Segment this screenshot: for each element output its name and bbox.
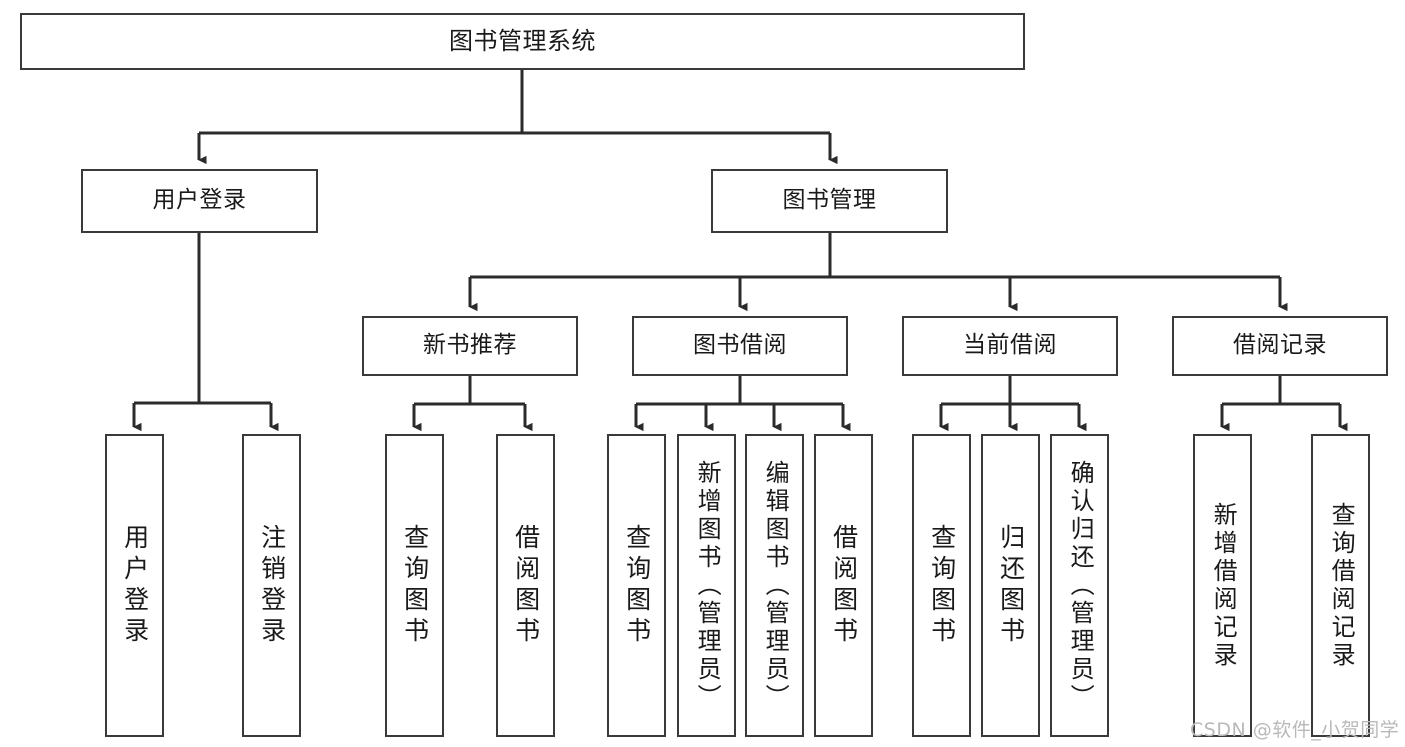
node-label: 用户登录 — [120, 523, 150, 648]
node-label: 新增借阅记录 — [1209, 501, 1238, 670]
node-label: 编辑图书（管理员） — [761, 459, 790, 712]
csdn-watermark: CSDN @软件_小贺同学 — [1190, 719, 1400, 741]
node-label: 借阅图书 — [829, 523, 859, 648]
node-label: 归还图书 — [996, 523, 1026, 648]
node-label: 注销登录 — [257, 523, 287, 648]
node-root-system[interactable]: 图书管理系统 — [20, 13, 1025, 70]
node-book-borrow[interactable]: 图书借阅 — [632, 316, 848, 376]
leaf-borrow-add-book-admin[interactable]: 新增图书（管理员） — [677, 434, 736, 737]
node-borrow-records[interactable]: 借阅记录 — [1172, 316, 1388, 376]
leaf-current-query-book[interactable]: 查询图书 — [912, 434, 971, 737]
node-book-management[interactable]: 图书管理 — [711, 169, 948, 233]
leaf-borrow-query-book[interactable]: 查询图书 — [607, 434, 666, 737]
leaf-records-add-record[interactable]: 新增借阅记录 — [1193, 434, 1252, 737]
node-label: 新书推荐 — [423, 332, 517, 359]
node-label: 查询图书 — [400, 523, 430, 648]
node-user-login[interactable]: 用户登录 — [81, 169, 318, 233]
node-label: 当前借阅 — [963, 332, 1057, 359]
node-current-borrow[interactable]: 当前借阅 — [902, 316, 1118, 376]
node-label: 新增图书（管理员） — [693, 459, 722, 712]
node-label: 借阅记录 — [1233, 332, 1327, 359]
node-label: 确认归还（管理员） — [1066, 459, 1095, 712]
leaf-records-query-record[interactable]: 查询借阅记录 — [1311, 434, 1370, 737]
leaf-current-return-book[interactable]: 归还图书 — [981, 434, 1040, 737]
node-label: 查询图书 — [622, 523, 652, 648]
node-label: 查询借阅记录 — [1327, 501, 1356, 670]
leaf-borrow-edit-book-admin[interactable]: 编辑图书（管理员） — [745, 434, 804, 737]
node-label: 图书管理系统 — [449, 27, 596, 56]
leaf-current-confirm-return-admin[interactable]: 确认归还（管理员） — [1050, 434, 1109, 737]
leaf-borrow-borrow-book[interactable]: 借阅图书 — [814, 434, 873, 737]
node-new-book-recommend[interactable]: 新书推荐 — [362, 316, 578, 376]
node-label: 用户登录 — [152, 187, 247, 214]
node-label: 图书借阅 — [693, 332, 787, 359]
node-label: 图书管理 — [782, 187, 877, 214]
leaf-user-login-signout[interactable]: 注销登录 — [242, 434, 301, 737]
leaf-user-login-signin[interactable]: 用户登录 — [105, 434, 164, 737]
node-label: 借阅图书 — [511, 523, 541, 648]
leaf-recommend-query-book[interactable]: 查询图书 — [385, 434, 444, 737]
leaf-recommend-borrow-book[interactable]: 借阅图书 — [496, 434, 555, 737]
node-label: 查询图书 — [927, 523, 957, 648]
